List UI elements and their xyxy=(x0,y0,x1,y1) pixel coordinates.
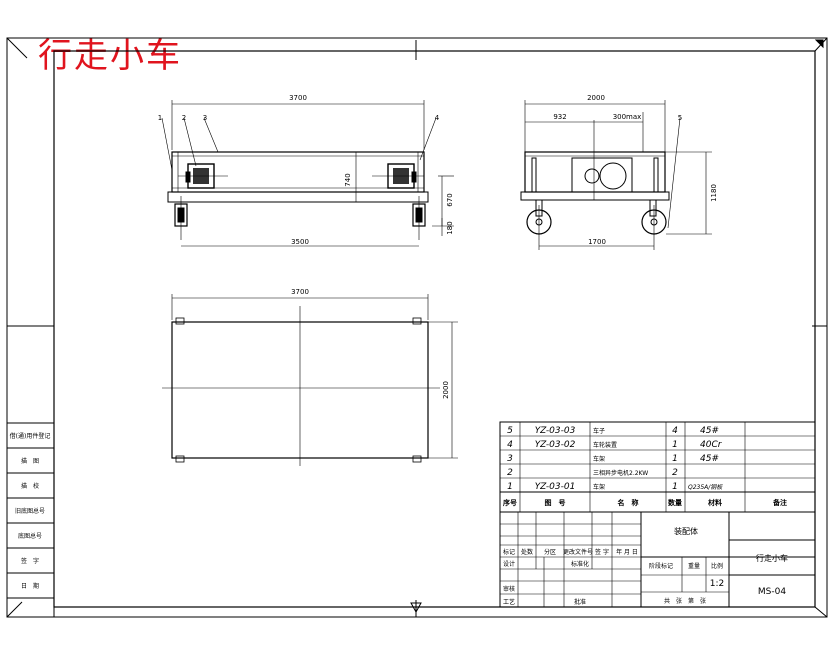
part-qty: 1 xyxy=(672,454,678,464)
sheet-label: 共 张 第 张 xyxy=(664,597,706,605)
role-approve: 批准 xyxy=(574,598,586,606)
part-code: YZ-03-01 xyxy=(535,482,576,492)
side-view-dim-h3: 180 xyxy=(446,221,454,234)
end-view-dim-width: 2000 xyxy=(587,94,605,102)
inner-frame xyxy=(53,50,816,608)
side-view-dim-h1: 740 xyxy=(344,173,352,186)
change-label-mark: 标记 xyxy=(503,548,515,556)
plan-view-dim-top: 3700 xyxy=(291,288,309,296)
part-name: 车架 xyxy=(593,455,605,463)
balloon-5: 5 xyxy=(678,114,682,122)
balloon-4: 4 xyxy=(435,114,440,122)
drawing-name: 行走小车 xyxy=(756,553,788,563)
header-material: 材料 xyxy=(707,498,722,507)
part-qty: 1 xyxy=(672,482,678,492)
part-name: 车轮装置 xyxy=(593,441,617,449)
left-label-6: 日 期 xyxy=(21,582,39,590)
outer-frame xyxy=(6,37,828,618)
role-design: 设计 xyxy=(503,560,515,568)
parts-list-header: 序号 图 号 名 称 数量 材料 备注 xyxy=(502,498,787,507)
left-label-3: 旧底图总号 xyxy=(15,507,45,515)
end-view-dim-bottom: 1700 xyxy=(588,238,606,246)
part-no: 5 xyxy=(507,426,513,436)
change-label-doc: 更改文件号 xyxy=(563,548,593,556)
left-label-1: 描 图 xyxy=(21,457,39,465)
title-block-labels: 标记 处数 分区 更改文件号 签 字 年 月 日 设计 标准化 审核 工艺 批准… xyxy=(503,548,723,606)
part-no: 2 xyxy=(507,468,513,478)
part-name: 车子 xyxy=(593,427,605,435)
header-no: 序号 xyxy=(502,498,517,507)
left-attribute-column xyxy=(6,422,55,618)
part-qty: 2 xyxy=(672,468,678,478)
change-label-sign: 签 字 xyxy=(595,548,609,556)
left-label-2: 描 校 xyxy=(21,482,39,490)
role-standard: 标准化 xyxy=(571,560,589,568)
scale-value: 1:2 xyxy=(710,579,724,589)
drawing-title: 行走小车 xyxy=(38,36,182,76)
part-code: YZ-03-03 xyxy=(535,426,576,436)
plan-view-dim-side: 2000 xyxy=(442,381,450,399)
side-view xyxy=(161,100,454,247)
part-no: 1 xyxy=(507,482,513,492)
part-name: 三相异步电机2.2KW xyxy=(593,469,648,477)
title-block-grid xyxy=(499,511,816,608)
parts-list-rows: 5 YZ-03-03 车子 4 45# 4 YZ-03-02 车轮装置 1 40… xyxy=(507,426,723,492)
balloon-2: 2 xyxy=(182,114,186,122)
drawing-number: MS-04 xyxy=(758,587,786,597)
scale-label: 比例 xyxy=(711,562,723,570)
change-label-zone: 分区 xyxy=(544,548,556,556)
side-view-dim-h2: 670 xyxy=(446,193,454,206)
header-code: 图 号 xyxy=(545,498,566,507)
left-label-4: 底图总号 xyxy=(18,532,42,540)
stage-label: 阶段标记 xyxy=(649,562,673,570)
part-name: 车架 xyxy=(593,483,605,491)
end-view-dim-left: 932 xyxy=(553,113,566,121)
assembly-label: 装配体 xyxy=(674,526,698,536)
part-material: 40Cr xyxy=(700,440,723,450)
side-view-dim-bottom: 3500 xyxy=(291,238,309,246)
end-view-dim-offset: 300max xyxy=(613,113,642,121)
side-view-dim-top: 3700 xyxy=(289,94,307,102)
header-qty: 数量 xyxy=(668,498,682,507)
plan-view xyxy=(162,294,458,466)
frame-marks xyxy=(6,37,828,618)
end-view xyxy=(520,100,712,250)
part-no: 3 xyxy=(507,454,513,464)
left-label-5: 签 字 xyxy=(21,557,39,565)
change-label-date: 年 月 日 xyxy=(616,548,638,556)
end-view-dim-height: 1180 xyxy=(710,184,718,202)
part-qty: 1 xyxy=(672,440,678,450)
header-name: 名 称 xyxy=(618,498,639,507)
part-material: 45# xyxy=(700,426,719,436)
header-remark: 备注 xyxy=(772,498,787,507)
part-code: YZ-03-02 xyxy=(535,440,576,450)
part-material: Q235A/钢板 xyxy=(688,483,723,491)
balloon-3: 3 xyxy=(203,114,207,122)
weight-label: 重量 xyxy=(688,562,700,570)
change-label-count: 处数 xyxy=(521,548,533,556)
left-label-0: 借(通)用件登记 xyxy=(10,432,51,440)
part-no: 4 xyxy=(507,440,513,450)
part-qty: 4 xyxy=(672,426,678,436)
parts-list-grid xyxy=(499,421,816,513)
role-process: 工艺 xyxy=(503,598,515,606)
balloon-1: 1 xyxy=(158,114,162,122)
role-check: 审核 xyxy=(503,585,515,593)
part-material: 45# xyxy=(700,454,719,464)
